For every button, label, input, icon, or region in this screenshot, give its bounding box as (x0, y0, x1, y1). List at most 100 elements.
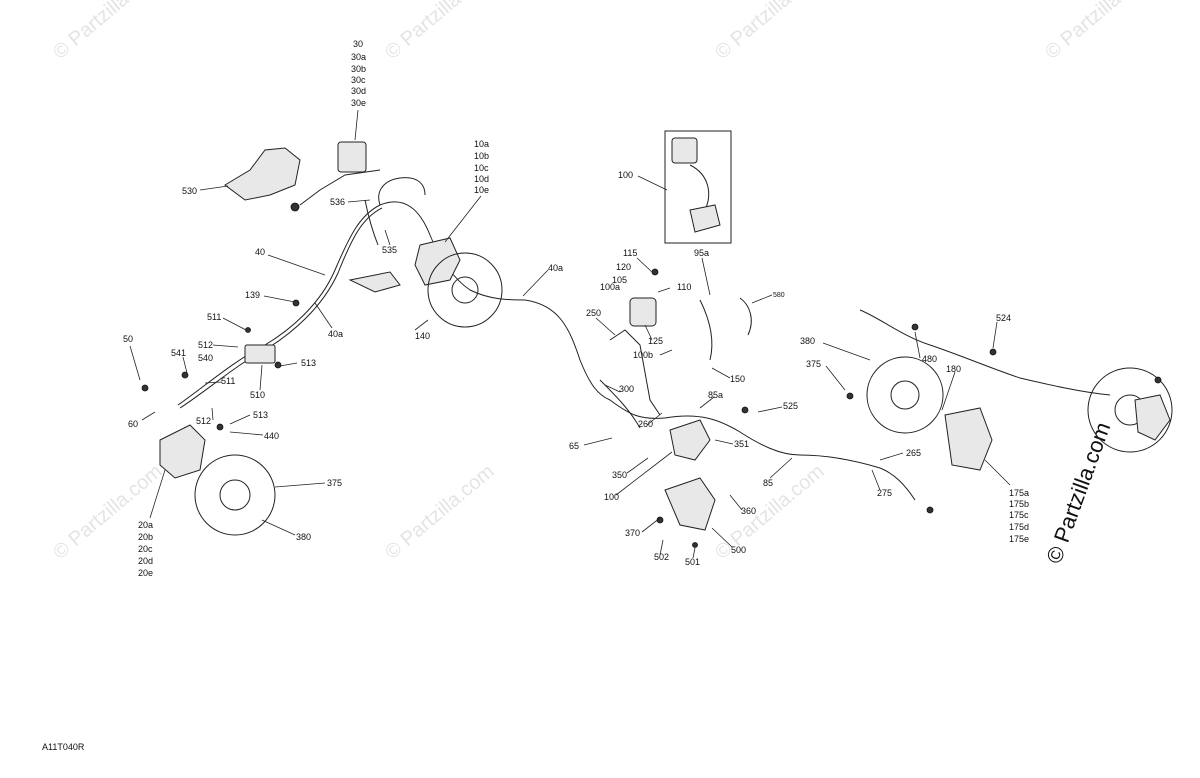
callout-525: 525 (783, 401, 798, 411)
callout-40a-left: 40a (328, 329, 343, 339)
callout-20c: 20c (138, 544, 153, 554)
watermark: © Partzilla.com (381, 0, 498, 64)
callout-511: 511 (207, 312, 221, 322)
callout-300: 300 (619, 384, 634, 394)
callout-360: 360 (741, 506, 756, 516)
callout-40: 40 (255, 247, 265, 257)
callout-175a: 175a (1009, 488, 1029, 498)
caliper-20 (159, 424, 206, 479)
callout-535: 535 (382, 245, 397, 255)
master-cylinder-30 (337, 141, 367, 173)
callout-502: 502 (654, 552, 669, 562)
bracket-530 (224, 147, 301, 201)
callout-440: 440 (264, 431, 279, 441)
callout-10b: 10b (474, 151, 489, 161)
callout-540: 540 (198, 353, 213, 363)
callout-139: 139 (245, 290, 260, 300)
callout-100a: 100a (600, 282, 620, 292)
callout-105: 105 (612, 275, 627, 285)
callout-580: 580 (773, 292, 785, 299)
callout-510: 510 (250, 390, 265, 400)
bracket-500 (664, 477, 716, 531)
callout-530: 530 (182, 186, 197, 196)
callout-524: 524 (996, 313, 1011, 323)
callout-511-b: 511 (221, 376, 235, 386)
callout-350: 350 (612, 470, 627, 480)
callout-175e: 175e (1009, 534, 1029, 544)
brake-disc-380-rear (866, 356, 944, 434)
callout-10d: 10d (474, 174, 489, 184)
callout-100-bottom: 100 (604, 492, 619, 502)
callout-100b: 100b (633, 350, 653, 360)
callout-125: 125 (648, 336, 663, 346)
callout-380-rear: 380 (800, 336, 815, 346)
callout-85a: 85a (708, 390, 723, 400)
inset-frame-100 (664, 130, 732, 244)
callout-175d: 175d (1009, 522, 1029, 532)
reservoir-100a (629, 297, 657, 327)
caliper-175 (944, 407, 993, 471)
callout-480: 480 (922, 354, 937, 364)
callout-180: 180 (946, 364, 961, 374)
callout-60: 60 (128, 419, 138, 429)
watermark: © Partzilla.com (711, 0, 828, 64)
callout-175c: 175c (1009, 510, 1029, 520)
callout-275: 275 (877, 488, 892, 498)
callout-250: 250 (586, 308, 601, 318)
watermark: © Partzilla.com (711, 460, 828, 563)
callout-260: 260 (638, 419, 653, 429)
callout-30d: 30d (351, 86, 366, 96)
callout-95a: 95a (694, 248, 709, 258)
callout-30b: 30b (351, 64, 366, 74)
callout-30: 30 (353, 39, 363, 49)
watermark: © Partzilla.com (381, 460, 498, 563)
callout-20a: 20a (138, 520, 153, 530)
callout-20d: 20d (138, 556, 153, 566)
brake-disc-front-right (427, 252, 503, 328)
callout-10c: 10c (474, 163, 489, 173)
callout-120: 120 (616, 262, 631, 272)
callout-513: 513 (301, 358, 316, 368)
callout-370: 370 (625, 528, 640, 538)
callout-115: 115 (623, 248, 637, 258)
watermark: © Partzilla.com (49, 0, 166, 64)
callout-40a-mid: 40a (548, 263, 563, 273)
callout-85: 85 (763, 478, 773, 488)
callout-536: 536 (330, 197, 345, 207)
callout-140: 140 (415, 331, 430, 341)
callout-351: 351 (734, 439, 749, 449)
callout-10a: 10a (474, 139, 489, 149)
watermark-side: © Partzilla.com (1041, 419, 1115, 567)
diagram-code: A11T040R (42, 742, 85, 752)
callout-10e: 10e (474, 185, 489, 195)
callout-30c: 30c (351, 75, 366, 85)
callout-541: 541 (171, 348, 186, 358)
callout-500: 500 (731, 545, 746, 555)
callout-30e: 30e (351, 98, 366, 108)
callout-375: 375 (327, 478, 342, 488)
callout-150: 150 (730, 374, 745, 384)
callout-512: 512 (198, 340, 213, 350)
callout-110: 110 (677, 282, 691, 292)
callout-175b: 175b (1009, 499, 1029, 509)
callout-512-b: 512 (196, 416, 211, 426)
callout-20b: 20b (138, 532, 153, 542)
callout-30a: 30a (351, 52, 366, 62)
callout-50: 50 (123, 334, 133, 344)
callout-501: 501 (685, 557, 700, 567)
callout-513-b: 513 (253, 410, 268, 420)
callout-380: 380 (296, 532, 311, 542)
callout-100-top: 100 (618, 170, 633, 180)
callout-65: 65 (569, 441, 579, 451)
callout-20e: 20e (138, 568, 153, 578)
brake-disc-380-left (194, 454, 276, 536)
distribution-block-510 (244, 344, 276, 364)
callout-265: 265 (906, 448, 921, 458)
caliper-10 (414, 237, 461, 286)
watermark: © Partzilla.com (1041, 0, 1158, 64)
parts (141, 130, 1173, 548)
leader-lines (129, 109, 1011, 559)
callout-375-rear: 375 (806, 359, 821, 369)
callout-labels: 30 30a 30b 30c 30d 30e 530 536 10a 10b 1… (123, 39, 1029, 578)
